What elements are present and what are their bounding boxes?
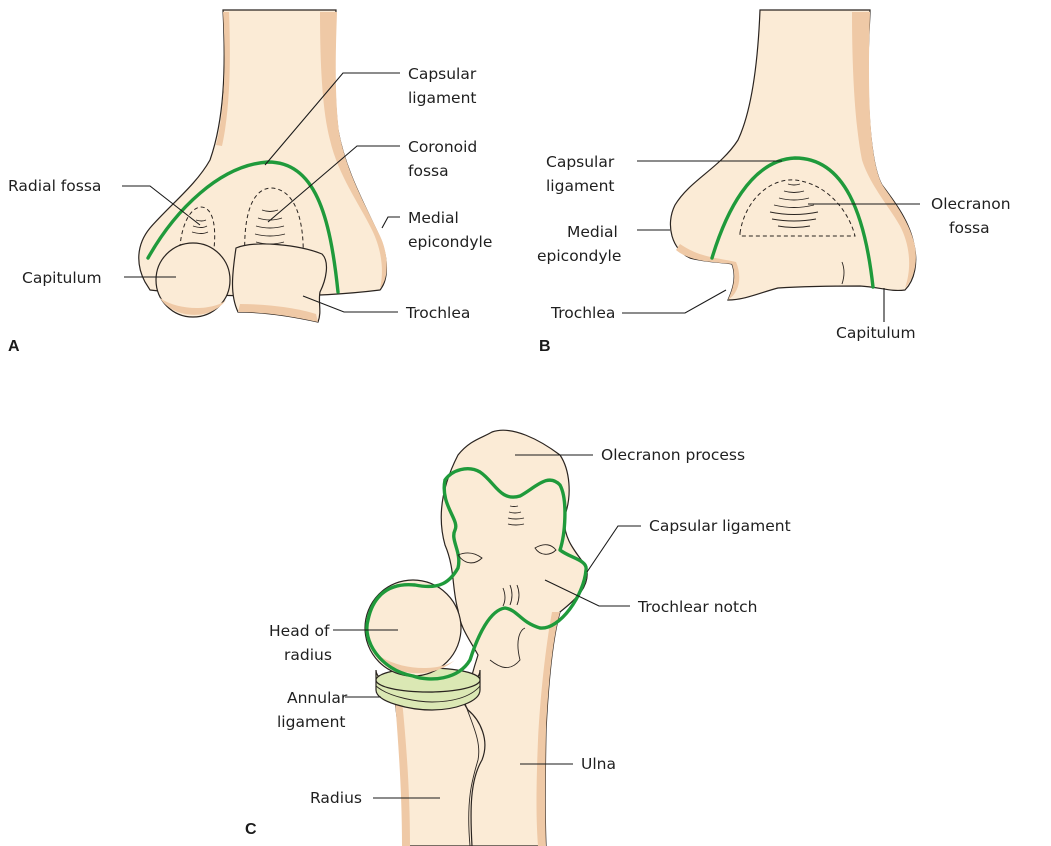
label-olecranon-fossa-line2: fossa bbox=[949, 219, 990, 237]
label-annular-ligament-line2: ligament bbox=[277, 713, 346, 731]
label-capsular-ligament-b-line1: Capsular bbox=[546, 153, 615, 171]
label-radius: Radius bbox=[310, 789, 362, 807]
label-coronoid-fossa-line1: Coronoid bbox=[408, 138, 477, 156]
label-trochlear-notch: Trochlear notch bbox=[637, 598, 757, 616]
panel-c: Olecranon process Capsular ligament Troc… bbox=[245, 430, 791, 846]
capitulum-a bbox=[156, 243, 230, 317]
label-annular-ligament-line1: Annular bbox=[287, 689, 348, 707]
leader-medial-epicondyle-a bbox=[382, 217, 400, 228]
label-medial-epicondyle-b-line1: Medial bbox=[567, 223, 618, 241]
label-olecranon-fossa-line1: Olecranon bbox=[931, 195, 1011, 213]
label-capsular-ligament-a-line2: ligament bbox=[408, 89, 477, 107]
panel-letter-c: C bbox=[245, 821, 257, 838]
label-medial-epicondyle-a-line1: Medial bbox=[408, 209, 459, 227]
label-capsular-ligament-b-line2: ligament bbox=[546, 177, 615, 195]
panel-letter-a: A bbox=[8, 338, 20, 355]
label-medial-epicondyle-b-line2: epicondyle bbox=[537, 247, 621, 265]
panel-letter-b: B bbox=[539, 338, 551, 355]
annular-ligament bbox=[376, 668, 480, 710]
label-coronoid-fossa-line2: fossa bbox=[408, 162, 449, 180]
leader-trochlea-b bbox=[622, 290, 726, 313]
label-capitulum-b: Capitulum bbox=[836, 324, 916, 342]
panel-a: Capsular ligament Coronoid fossa Radial … bbox=[8, 10, 492, 355]
panel-b: Capsular ligament Olecranon fossa Medial… bbox=[537, 10, 1011, 355]
label-head-of-radius-line2: radius bbox=[284, 646, 332, 664]
label-capsular-ligament-c: Capsular ligament bbox=[649, 517, 791, 535]
label-trochlea-b: Trochlea bbox=[550, 304, 615, 322]
label-capsular-ligament-a-line1: Capsular bbox=[408, 65, 477, 83]
label-radial-fossa: Radial fossa bbox=[8, 177, 101, 195]
label-capitulum-a: Capitulum bbox=[22, 269, 102, 287]
label-head-of-radius-line1: Head of bbox=[269, 622, 330, 640]
trochlea-a bbox=[233, 244, 327, 322]
label-olecranon-process: Olecranon process bbox=[601, 446, 745, 464]
humerus-posterior bbox=[670, 10, 915, 300]
label-medial-epicondyle-a-line2: epicondyle bbox=[408, 233, 492, 251]
leader-capsular-ligament-c bbox=[587, 526, 641, 572]
label-trochlea-a: Trochlea bbox=[405, 304, 470, 322]
label-ulna: Ulna bbox=[581, 755, 616, 773]
